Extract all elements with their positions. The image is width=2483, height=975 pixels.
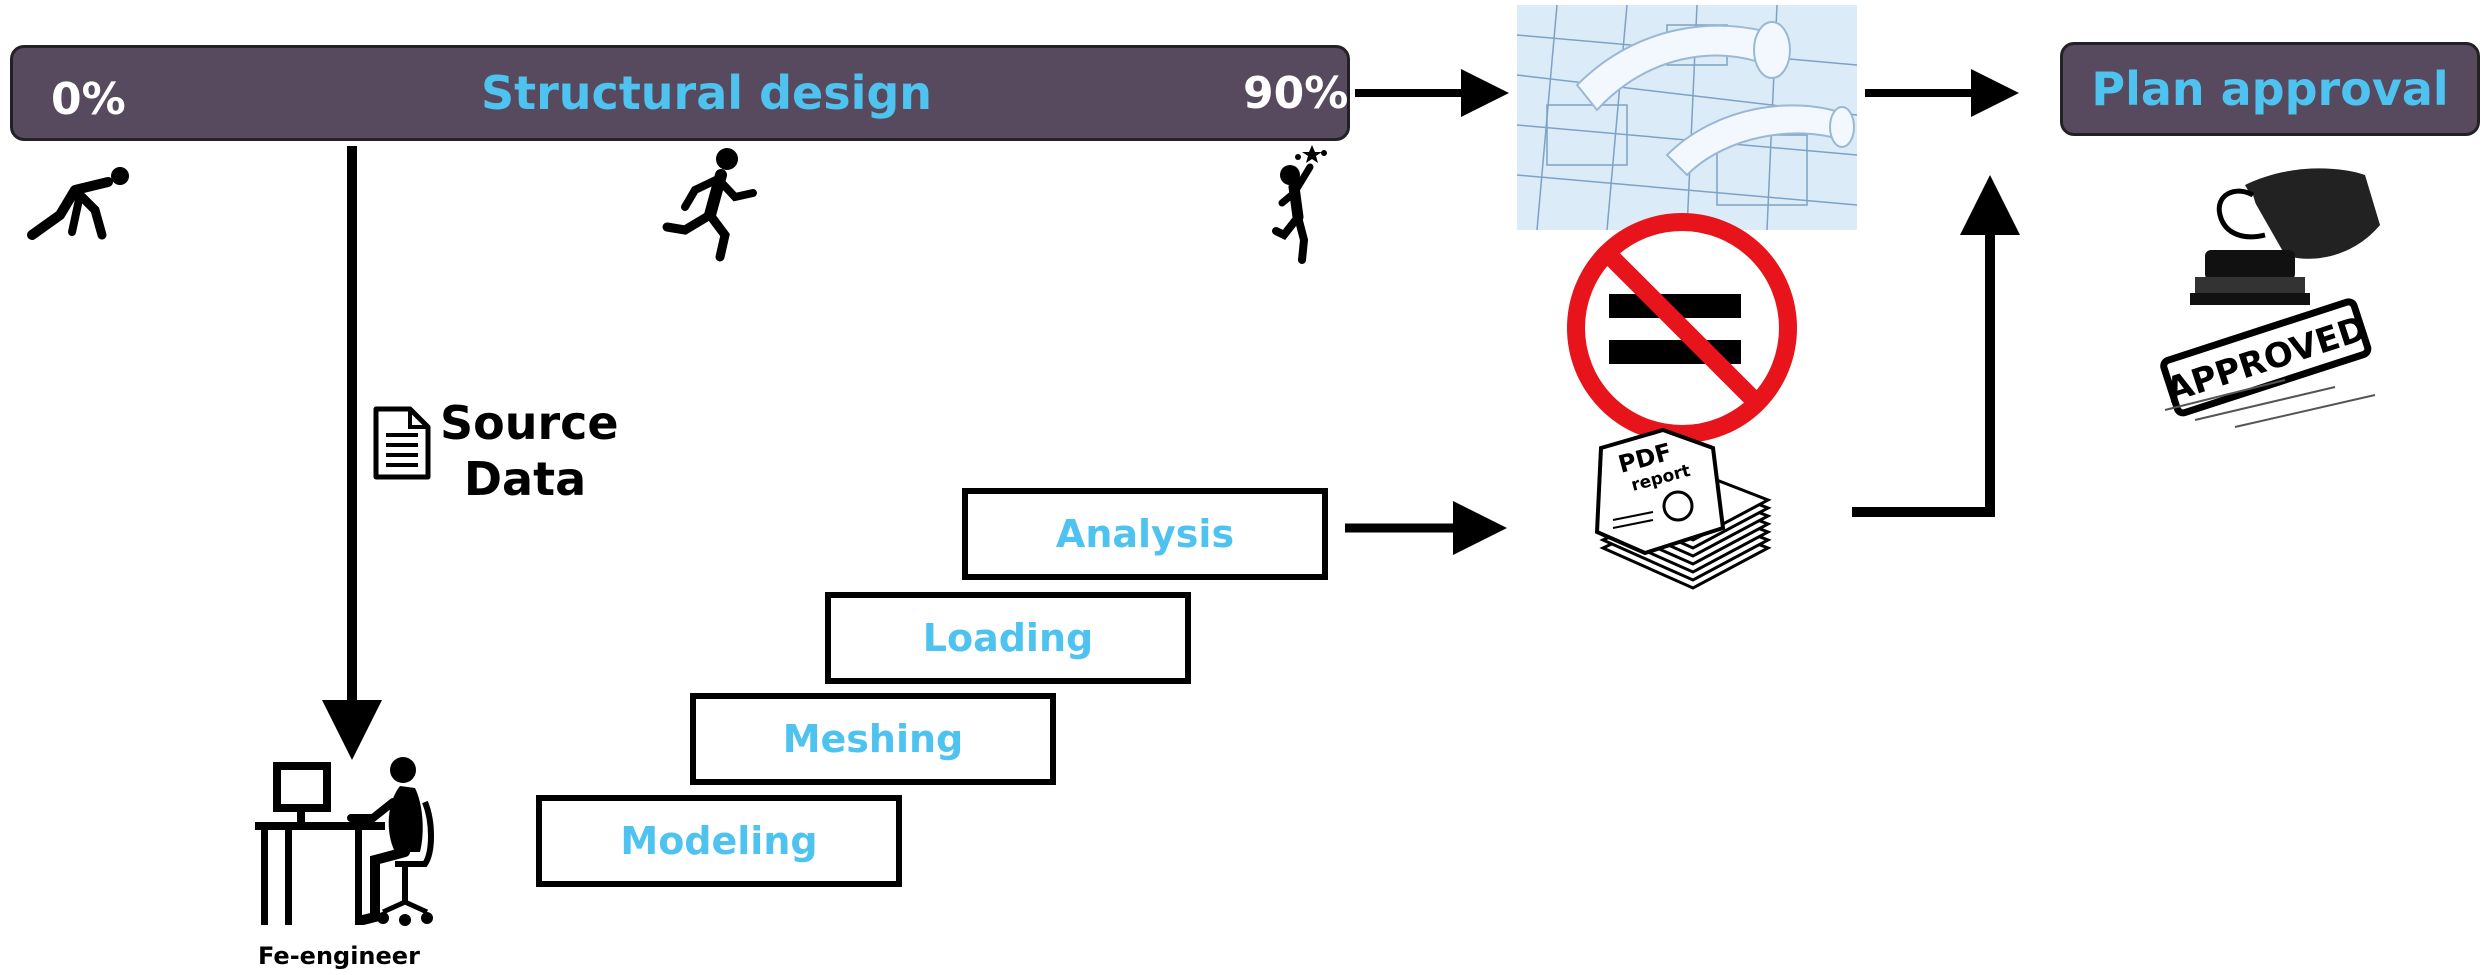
cheering-person-icon <box>1272 145 1327 264</box>
source-data-line1: Source <box>440 396 619 450</box>
not-equal-sign-icon <box>1567 213 1797 443</box>
arrow-report-to-approval <box>1852 175 2020 517</box>
blueprints-icon <box>1516 4 1858 231</box>
step-meshing: Meshing <box>690 693 1056 785</box>
plan-approval-label: Plan approval <box>2091 62 2449 116</box>
source-data-line2: Data <box>463 452 587 506</box>
crouching-runner-icon <box>27 167 129 240</box>
pdf-report-stack-icon: PDF report <box>1594 427 1772 590</box>
progress-end-label: 90% <box>1243 68 1349 119</box>
approved-stamp-icon: APPROVED <box>2160 168 2380 428</box>
engineer-at-desk-icon <box>255 757 434 926</box>
structural-design-banner: 0% Structural design 90% <box>10 45 1350 141</box>
banner-title: Structural design <box>481 66 933 120</box>
progress-start-label: 0% <box>51 74 126 125</box>
source-data-label: Source Data <box>440 395 619 507</box>
fe-engineer-caption: Fe-engineer <box>258 942 420 970</box>
step-loading: Loading <box>825 592 1191 684</box>
plan-approval-box: Plan approval <box>2060 42 2480 136</box>
step-modeling: Modeling <box>536 795 902 887</box>
step-analysis: Analysis <box>962 488 1328 580</box>
running-person-icon <box>662 148 757 262</box>
document-icon <box>373 406 431 480</box>
